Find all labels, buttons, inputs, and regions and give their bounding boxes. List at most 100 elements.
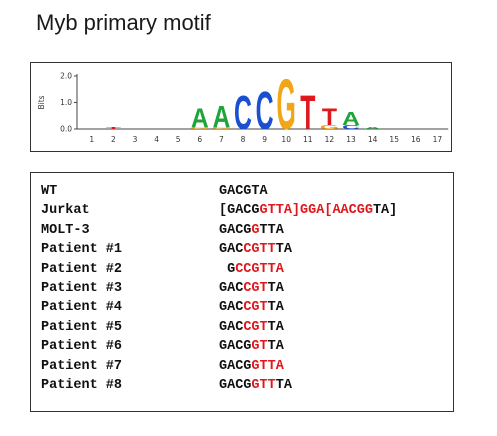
reference-sequence-segment: TA: [275, 242, 292, 258]
reference-sequence-segment: GACGTA: [219, 184, 268, 199]
x-tick-label: 2: [111, 135, 116, 144]
inserted-sequence-segment: CGT: [243, 300, 268, 316]
reference-sequence-segment: TA]: [372, 203, 398, 219]
reference-sequence-segment: GAC: [219, 300, 244, 316]
logo-letter-c: C: [234, 88, 252, 141]
logo-letter-g: G: [320, 124, 339, 130]
reference-sequence-segment: TA: [267, 281, 284, 296]
inserted-sequence-segment: GTTA: [251, 358, 284, 374]
sequence-text: GACCGTTA: [219, 279, 284, 298]
inserted-sequence-segment: AACGG: [332, 203, 373, 219]
sequence-row: Patient #7 GACGGTTA: [41, 357, 446, 376]
reference-sequence-segment: G: [219, 261, 236, 277]
sequence-text: GACCGTTA: [219, 318, 284, 337]
reference-sequence-segment: [GACG: [219, 203, 260, 219]
x-tick-label: 14: [368, 135, 378, 144]
sequence-text: [GACGGTTA]GGA[AACGGTA]: [219, 201, 397, 220]
inserted-sequence-segment: CGT: [243, 319, 268, 335]
sample-label: Patient #1: [41, 242, 123, 258]
logo-letter-t: T: [322, 104, 337, 131]
sequence-row: Patient #4 GACCGTTA: [41, 298, 446, 317]
inserted-sequence-segment: GTTA: [259, 203, 292, 219]
sequence-row: Patient #2 GCCGTTA: [41, 260, 446, 279]
logo-letter-glyph: A: [342, 108, 360, 129]
reference-sequence-segment: TTA: [259, 222, 284, 238]
figure-title: Myb primary motif: [36, 10, 211, 35]
sample-label: Jurkat: [41, 203, 90, 219]
inserted-sequence-segment: CGTT: [243, 242, 276, 258]
sequence-text: GACGGTTA: [219, 221, 284, 240]
logo-letter-glyph: C: [342, 124, 360, 130]
logo-letter-glyph: T: [300, 88, 315, 141]
reference-sequence-segment: GAC: [219, 242, 244, 258]
logo-letter-t: T: [106, 127, 121, 130]
inserted-sequence-segment: CCGTTA: [235, 261, 284, 277]
logo-letter-glyph: G: [190, 127, 209, 129]
inserted-sequence-segment: CGT: [243, 281, 268, 296]
logo-letter-glyph: A: [212, 99, 230, 134]
logo-letter-glyph: A: [191, 102, 209, 134]
inserted-sequence-segment: ]GGA[: [291, 203, 333, 219]
y-tick-label: 2.0: [60, 72, 72, 81]
sequence-text: GACGGTTTA: [219, 376, 292, 395]
y-axis-label: Bits: [37, 95, 46, 109]
x-tick-label: 16: [411, 135, 421, 144]
logo-letter-t: T: [300, 88, 315, 141]
x-tick-label: 17: [433, 135, 443, 144]
x-tick-label: 7: [219, 135, 224, 144]
sample-label: Patient #7: [41, 358, 123, 374]
x-tick-label: 4: [154, 135, 159, 144]
sequence-row: Patient #1 GACCGTTTA: [41, 240, 446, 259]
logo-letter-g: G: [190, 127, 209, 129]
sequence-row: Jurkat [GACGGTTA]GGA[AACGGTA]: [41, 201, 446, 220]
logo-letter-glyph: G: [320, 124, 339, 130]
logo-letter-glyph: T: [322, 104, 337, 131]
x-tick-label: 1: [89, 135, 94, 144]
logo-letter-a: A: [364, 127, 382, 130]
x-tick-label: 8: [241, 135, 246, 144]
logo-letter-glyph: T: [106, 127, 121, 130]
reference-sequence-segment: GACG: [219, 222, 252, 238]
sequence-text: GACGTA: [219, 182, 268, 201]
reference-sequence-segment: GACG: [219, 339, 252, 355]
x-tick-label: 5: [176, 135, 181, 144]
reference-sequence-segment: GACG: [219, 358, 252, 374]
sample-label: Patient #4: [41, 300, 123, 316]
logo-letter-glyph: A: [364, 127, 382, 130]
logo-letter-g: G: [277, 65, 296, 145]
sequence-text: GACGGTTA: [219, 337, 284, 356]
sequence-text: GACCGTTTA: [219, 240, 292, 259]
y-tick-label: 0.0: [60, 125, 72, 134]
logo-letter-c: C: [342, 124, 360, 130]
logo-letter-glyph: C: [234, 88, 252, 141]
logo-letter-glyph: C: [256, 80, 274, 140]
sequence-text: GCCGTTA: [219, 260, 284, 279]
inserted-sequence-segment: GT: [251, 339, 268, 355]
x-tick-label: 13: [346, 135, 356, 144]
x-tick-label: 3: [133, 135, 138, 144]
reference-sequence-segment: GAC: [219, 319, 244, 335]
sample-label: Patient #8: [41, 378, 123, 393]
sequence-text: GACGGTTA: [219, 357, 284, 376]
reference-sequence-segment: TA: [267, 339, 284, 355]
sample-label: Patient #3: [41, 281, 123, 296]
logo-letter-a: A: [191, 102, 209, 134]
sequence-row: Patient #3 GACCGTTA: [41, 279, 446, 298]
logo-letter-a: A: [212, 99, 230, 134]
x-tick-label: 11: [303, 135, 313, 144]
sequence-row: Patient #6 GACGGTTA: [41, 337, 446, 356]
logo-letter-a: A: [342, 108, 360, 129]
sequence-text: GACCGTTA: [219, 298, 284, 317]
inserted-sequence-segment: G: [251, 222, 260, 238]
logo-letter-c: C: [256, 80, 274, 140]
x-tick-label: 10: [281, 135, 291, 144]
sample-label: Patient #6: [41, 339, 123, 355]
logo-letter-glyph: G: [277, 65, 296, 145]
x-tick-label: 12: [325, 135, 335, 144]
